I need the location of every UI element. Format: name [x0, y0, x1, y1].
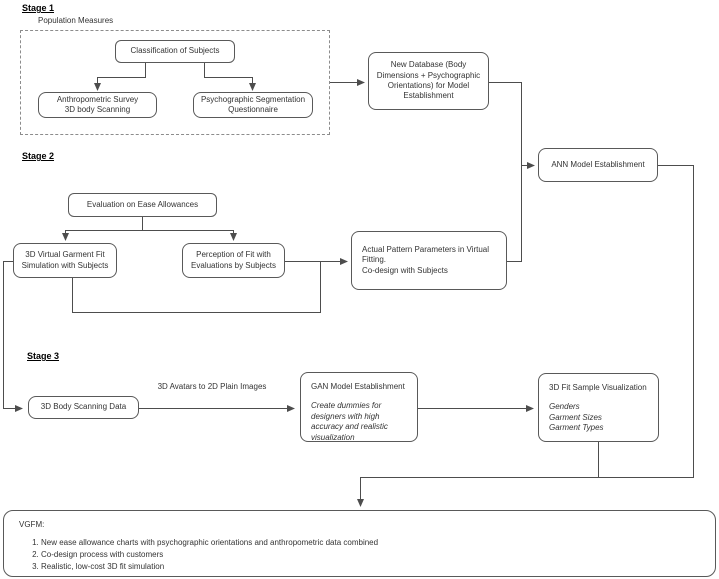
connector-ann-to-vgfm	[357, 165, 694, 507]
node-3d-body-scanning-data: 3D Body Scanning Data	[28, 396, 139, 419]
fit-sample-list: Genders Garment Sizes Garment Types	[549, 402, 604, 433]
node-ann-model-establishment: ANN Model Establishment	[538, 148, 658, 182]
vgfm-item-1: New ease allowance charts with psychogra…	[41, 538, 707, 547]
node-actual-pattern-parameters: Actual Pattern Parameters in Virtual Fit…	[351, 231, 507, 290]
stage2-label: Stage 2	[22, 151, 55, 161]
fit-sample-title: 3D Fit Sample Visualization	[549, 383, 647, 392]
node-anthropometric-survey: Anthropometric Survey 3D body Scanning	[38, 92, 157, 118]
node-perception-of-fit: Perception of Fit with Evaluations by Su…	[182, 243, 285, 278]
node-new-database: New Database (Body Dimensions + Psychogr…	[368, 52, 489, 110]
connector-classification-to-anthropometric	[94, 63, 146, 91]
node-3d-virtual-garment-fit: 3D Virtual Garment Fit Simulation with S…	[13, 243, 117, 278]
population-measures-label: Population Measures	[38, 16, 114, 25]
stage3-label: Stage 3	[27, 351, 60, 361]
gan-title: GAN Model Establishment	[311, 382, 405, 391]
gan-description: Create dummies for designers with high a…	[311, 401, 388, 442]
vgfm-item-2: Co-design process with customers	[41, 550, 707, 559]
population-measures-group	[20, 30, 330, 135]
node-vgfm-summary: VGFM: New ease allowance charts with psy…	[3, 510, 716, 577]
vgfm-item-3: Realistic, low-cost 3D fit simulation	[41, 562, 707, 571]
connector-new-database-to-ann	[489, 82, 535, 169]
node-3d-fit-sample-visualization: 3D Fit Sample Visualization Genders Garm…	[538, 373, 659, 442]
connector-actual-pattern-to-ann	[507, 165, 522, 262]
stage1-label: Stage 1	[22, 3, 55, 13]
node-evaluation-ease-allowances: Evaluation on Ease Allowances	[68, 193, 217, 217]
avatars-arrow-label: 3D Avatars to 2D Plain Images	[157, 382, 267, 391]
connector-evaluation-to-virtual-fit	[62, 217, 143, 241]
vgfm-title: VGFM:	[19, 520, 45, 529]
node-gan-model-establishment: GAN Model Establishment Create dummies f…	[300, 372, 418, 442]
connector-classification-to-psychographic	[204, 63, 256, 91]
connector-virtual-fit-to-body-scanning	[3, 261, 23, 412]
node-psychographic-questionnaire: Psychographic Segmentation Questionnaire	[193, 92, 313, 118]
connector-evaluation-to-perception	[142, 217, 237, 241]
vgfm-list: New ease allowance charts with psychogra…	[41, 538, 707, 571]
node-classification-of-subjects: Classification of Subjects	[115, 40, 235, 63]
connector-virtual-fit-to-actual-pattern	[72, 261, 321, 313]
